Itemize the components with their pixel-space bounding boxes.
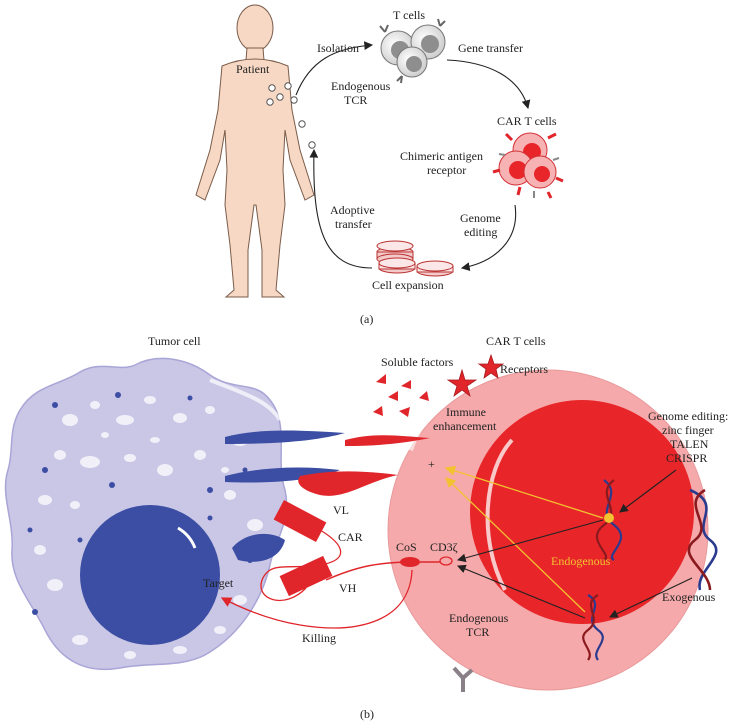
exogenous-pointer bbox=[609, 577, 693, 618]
genome-editing-b-1: Genome editing: bbox=[648, 409, 728, 423]
edit-site-marker bbox=[604, 513, 614, 523]
endogenous-tcr-label-a1: Endogenous bbox=[331, 79, 391, 93]
inserted-dna-icon bbox=[582, 594, 604, 661]
soluble-factors-label: Soluble factors bbox=[381, 355, 454, 369]
endogenous-tcr-icon bbox=[452, 666, 474, 692]
panel-b-caption: (b) bbox=[360, 707, 374, 721]
black-arrow-2 bbox=[456, 564, 586, 619]
genome-editing-b-3: TALEN bbox=[670, 437, 709, 451]
car-t-cells-icon bbox=[492, 132, 564, 199]
vh-label: VH bbox=[339, 581, 357, 595]
killing-arrow bbox=[220, 569, 413, 629]
exogenous-label: Exogenous bbox=[662, 590, 716, 604]
yellow-arrow-2 bbox=[445, 477, 586, 613]
black-arrow-1 bbox=[456, 519, 604, 563]
genome-editing-label-1: Genome bbox=[460, 211, 501, 225]
adoptive-transfer-label-2: transfer bbox=[335, 217, 372, 231]
yellow-arrow-1 bbox=[444, 465, 604, 519]
patient-label: Patient bbox=[236, 62, 270, 76]
patient-figure bbox=[195, 4, 315, 298]
car-label: CAR bbox=[338, 530, 363, 544]
tumor-nucleus bbox=[80, 505, 220, 645]
genome-editing-pointer bbox=[619, 469, 677, 513]
cos-label: CoS bbox=[396, 540, 417, 554]
isolation-arrow bbox=[295, 41, 374, 96]
target-label: Target bbox=[203, 576, 234, 590]
endogenous-tcr-label-a2: TCR bbox=[344, 93, 367, 107]
t-cells-icon bbox=[379, 18, 446, 84]
car-t-cells-label-b: CAR T cells bbox=[486, 334, 546, 348]
genome-editing-b-2: zinc finger bbox=[662, 423, 714, 437]
isolation-label: Isolation bbox=[317, 41, 359, 55]
endogenous-dna-icon bbox=[595, 479, 623, 561]
tumor-antigens bbox=[225, 430, 345, 562]
adoptive-transfer-arrow bbox=[309, 148, 373, 269]
cd3z-domain bbox=[439, 556, 453, 566]
receptors-icon bbox=[446, 353, 505, 398]
receptors-label: Receptors bbox=[500, 362, 548, 376]
endogenous-label: Endogenous bbox=[551, 554, 611, 568]
gene-transfer-label: Gene transfer bbox=[458, 41, 523, 55]
injection-sites bbox=[266, 82, 316, 149]
genome-editing-b-4: CRISPR bbox=[666, 451, 707, 465]
endogenous-tcr-label-b1: Endogenous bbox=[449, 611, 509, 625]
car-surface-receptors bbox=[298, 435, 430, 496]
killing-label: Killing bbox=[302, 631, 336, 645]
tumor-cell bbox=[4, 357, 288, 670]
vh-domain bbox=[279, 555, 333, 597]
immune-label-1: Immune bbox=[446, 405, 486, 419]
panel-a-caption: (a) bbox=[360, 312, 373, 326]
chimeric-label-2: receptor bbox=[427, 163, 466, 177]
endogenous-tcr-label-b2: TCR bbox=[466, 625, 489, 639]
panel-b: Tumor cell CAR T cells bbox=[4, 334, 728, 721]
genome-editing-arrow bbox=[460, 204, 517, 271]
tumor-cell-label: Tumor cell bbox=[148, 334, 201, 348]
plus-sign: + bbox=[428, 457, 435, 471]
panel-a: Patient Isolation T cells Endogenous TCR… bbox=[195, 4, 564, 326]
t-cells-label: T cells bbox=[393, 8, 425, 22]
gene-transfer-arrow bbox=[446, 59, 531, 110]
cell-expansion-label: Cell expansion bbox=[372, 278, 444, 292]
adoptive-transfer-label-1: Adoptive bbox=[330, 203, 375, 217]
cd3z-label: CD3ζ bbox=[430, 540, 458, 554]
soluble-factors bbox=[373, 374, 429, 417]
genome-editing-label-2: editing bbox=[464, 225, 497, 239]
exogenous-dna-icon bbox=[687, 488, 718, 591]
car-t-nucleus bbox=[470, 400, 694, 624]
car-t-cell bbox=[387, 369, 709, 691]
vl-domain bbox=[273, 500, 327, 542]
vl-label: VL bbox=[333, 503, 349, 517]
cos-domain bbox=[400, 557, 420, 567]
immune-label-2: enhancement bbox=[433, 419, 497, 433]
chimeric-label-1: Chimeric antigen bbox=[400, 149, 483, 163]
culture-dishes-icon bbox=[376, 240, 454, 277]
car-construct bbox=[260, 500, 453, 602]
car-t-cells-label-a: CAR T cells bbox=[497, 114, 557, 128]
